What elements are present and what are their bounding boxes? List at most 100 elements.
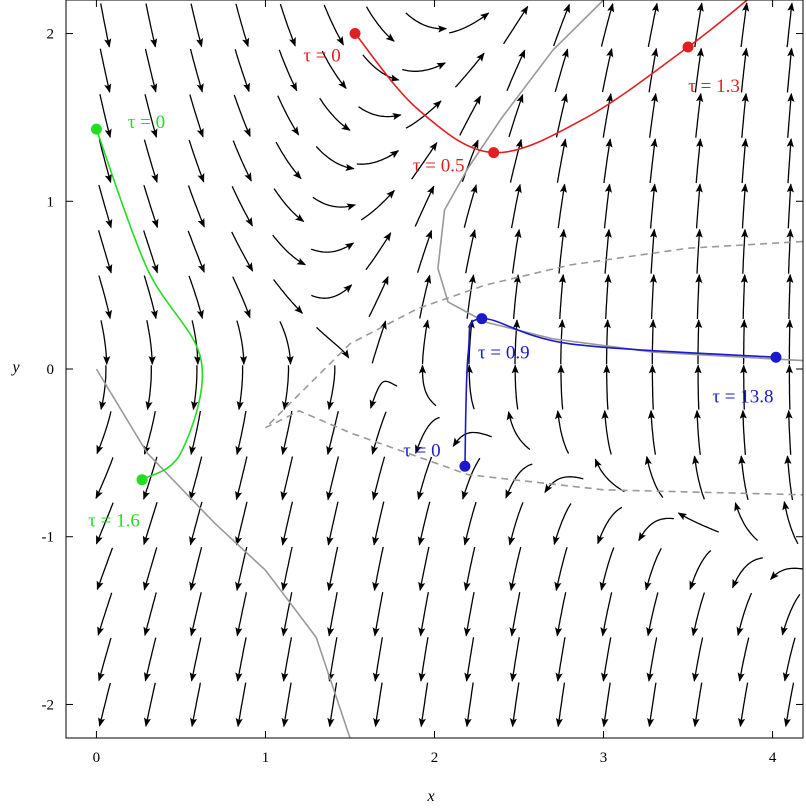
streamline-arrow xyxy=(785,319,794,365)
streamline-arrow xyxy=(312,196,356,211)
y-axis-label: y xyxy=(10,359,20,376)
trajectory-marker-blue xyxy=(459,460,471,472)
streamline-arrow xyxy=(740,228,749,274)
streamline-arrow xyxy=(235,501,248,546)
streamline-arrow xyxy=(280,501,294,546)
streamline-arrow xyxy=(732,557,763,589)
streamline-arrow xyxy=(187,230,205,274)
streamline-arrow xyxy=(145,365,153,411)
streamline-arrow xyxy=(280,410,293,456)
streamline-arrow xyxy=(509,682,520,728)
streamline-arrow xyxy=(741,183,749,229)
streamline-arrow xyxy=(603,138,613,184)
streamline-arrow xyxy=(509,591,521,637)
streamline-arrow xyxy=(235,456,248,501)
streamline-arrow xyxy=(98,184,113,229)
streamline-arrow xyxy=(510,183,522,229)
streamline-arrow xyxy=(646,592,659,637)
streamline-arrow xyxy=(419,274,432,319)
streamline-arrow xyxy=(99,94,112,139)
streamline-arrow xyxy=(411,141,438,180)
streamline-arrow xyxy=(691,637,704,682)
streamline-arrow xyxy=(465,229,477,274)
streamline-arrow xyxy=(143,456,158,500)
streamline-arrow xyxy=(100,3,112,48)
streamline-arrow xyxy=(544,476,584,494)
trajectories xyxy=(90,0,782,486)
streamline-arrow xyxy=(648,47,659,93)
streamline-arrow xyxy=(463,184,478,228)
nullcline-solid xyxy=(95,368,351,738)
streamline-arrow xyxy=(783,682,795,728)
streamline-arrow xyxy=(372,501,385,546)
streamline-arrow xyxy=(511,364,519,410)
streamline-arrow xyxy=(326,411,339,456)
streamline-arrow xyxy=(232,140,252,182)
streamline-arrow xyxy=(785,364,793,410)
tau-label-red: τ = 1.3 xyxy=(688,76,740,97)
streamline-arrow xyxy=(695,319,703,365)
streamline-arrow xyxy=(235,682,247,728)
streamline-arrow xyxy=(142,502,158,546)
streamline-arrow xyxy=(552,503,572,546)
streamline-arrow xyxy=(98,139,112,184)
streamline-arrow xyxy=(279,3,296,47)
tau-label-blue: τ = 0 xyxy=(403,440,440,461)
trajectory-green xyxy=(95,128,204,481)
streamline-arrow xyxy=(418,682,429,728)
streamline-arrow xyxy=(554,547,568,592)
streamline-arrow xyxy=(780,593,801,636)
streamline-arrow xyxy=(508,93,524,138)
streamline-arrow xyxy=(96,547,114,591)
streamline-arrow xyxy=(232,276,251,319)
plot-frame xyxy=(65,0,804,739)
streamline-arrow xyxy=(604,273,612,320)
streamline-arrow xyxy=(786,2,795,48)
streamline-arrow xyxy=(740,273,748,319)
y-tick-label: 1 xyxy=(47,194,55,210)
streamline-arrow xyxy=(236,365,244,411)
streamline-arrow xyxy=(464,682,474,728)
streamline-arrow xyxy=(647,409,657,455)
streamline-arrow xyxy=(555,93,568,138)
streamline-arrow xyxy=(143,275,158,320)
streamline-arrow xyxy=(695,183,703,229)
streamline-arrow xyxy=(786,47,795,93)
streamline-arrow xyxy=(272,234,307,266)
streamline-arrow xyxy=(99,48,112,93)
streamline-arrow xyxy=(189,48,204,93)
streamline-arrow xyxy=(649,273,657,320)
streamline-arrow xyxy=(416,456,433,501)
streamline-arrow xyxy=(326,546,339,592)
y-tick-label: -1 xyxy=(42,530,55,546)
streamline-arrow xyxy=(235,637,247,682)
y-tick-label: 2 xyxy=(47,27,55,43)
streamline-arrow xyxy=(506,410,531,451)
streamline-arrow xyxy=(512,319,521,365)
streamline-arrow xyxy=(691,592,706,637)
streamline-arrow xyxy=(189,501,203,546)
streamline-arrow xyxy=(509,637,520,682)
streamline-arrow xyxy=(311,284,353,299)
streamline-arrow xyxy=(415,416,440,454)
streamline-arrow xyxy=(784,455,794,501)
streamline-arrow xyxy=(371,456,386,501)
streamline-arrow xyxy=(145,3,158,48)
streamline-arrow xyxy=(143,410,156,455)
streamline-arrow xyxy=(603,183,612,229)
streamline-arrow xyxy=(512,274,521,319)
streamline-arrow xyxy=(100,320,111,366)
streamline-arrow xyxy=(189,592,202,637)
x-tick-label: 0 xyxy=(93,750,101,766)
streamline-arrow xyxy=(99,365,107,411)
streamline-arrow xyxy=(601,682,611,728)
streamline-arrow xyxy=(235,410,247,456)
streamline-arrow xyxy=(693,409,702,455)
streamline-arrow xyxy=(509,546,522,592)
streamline-arrow xyxy=(556,138,568,183)
tau-label-green: τ = 0 xyxy=(128,112,165,133)
streamline-arrow xyxy=(365,232,392,271)
trajectory-marker-blue xyxy=(476,313,488,325)
streamline-arrow xyxy=(452,431,492,448)
